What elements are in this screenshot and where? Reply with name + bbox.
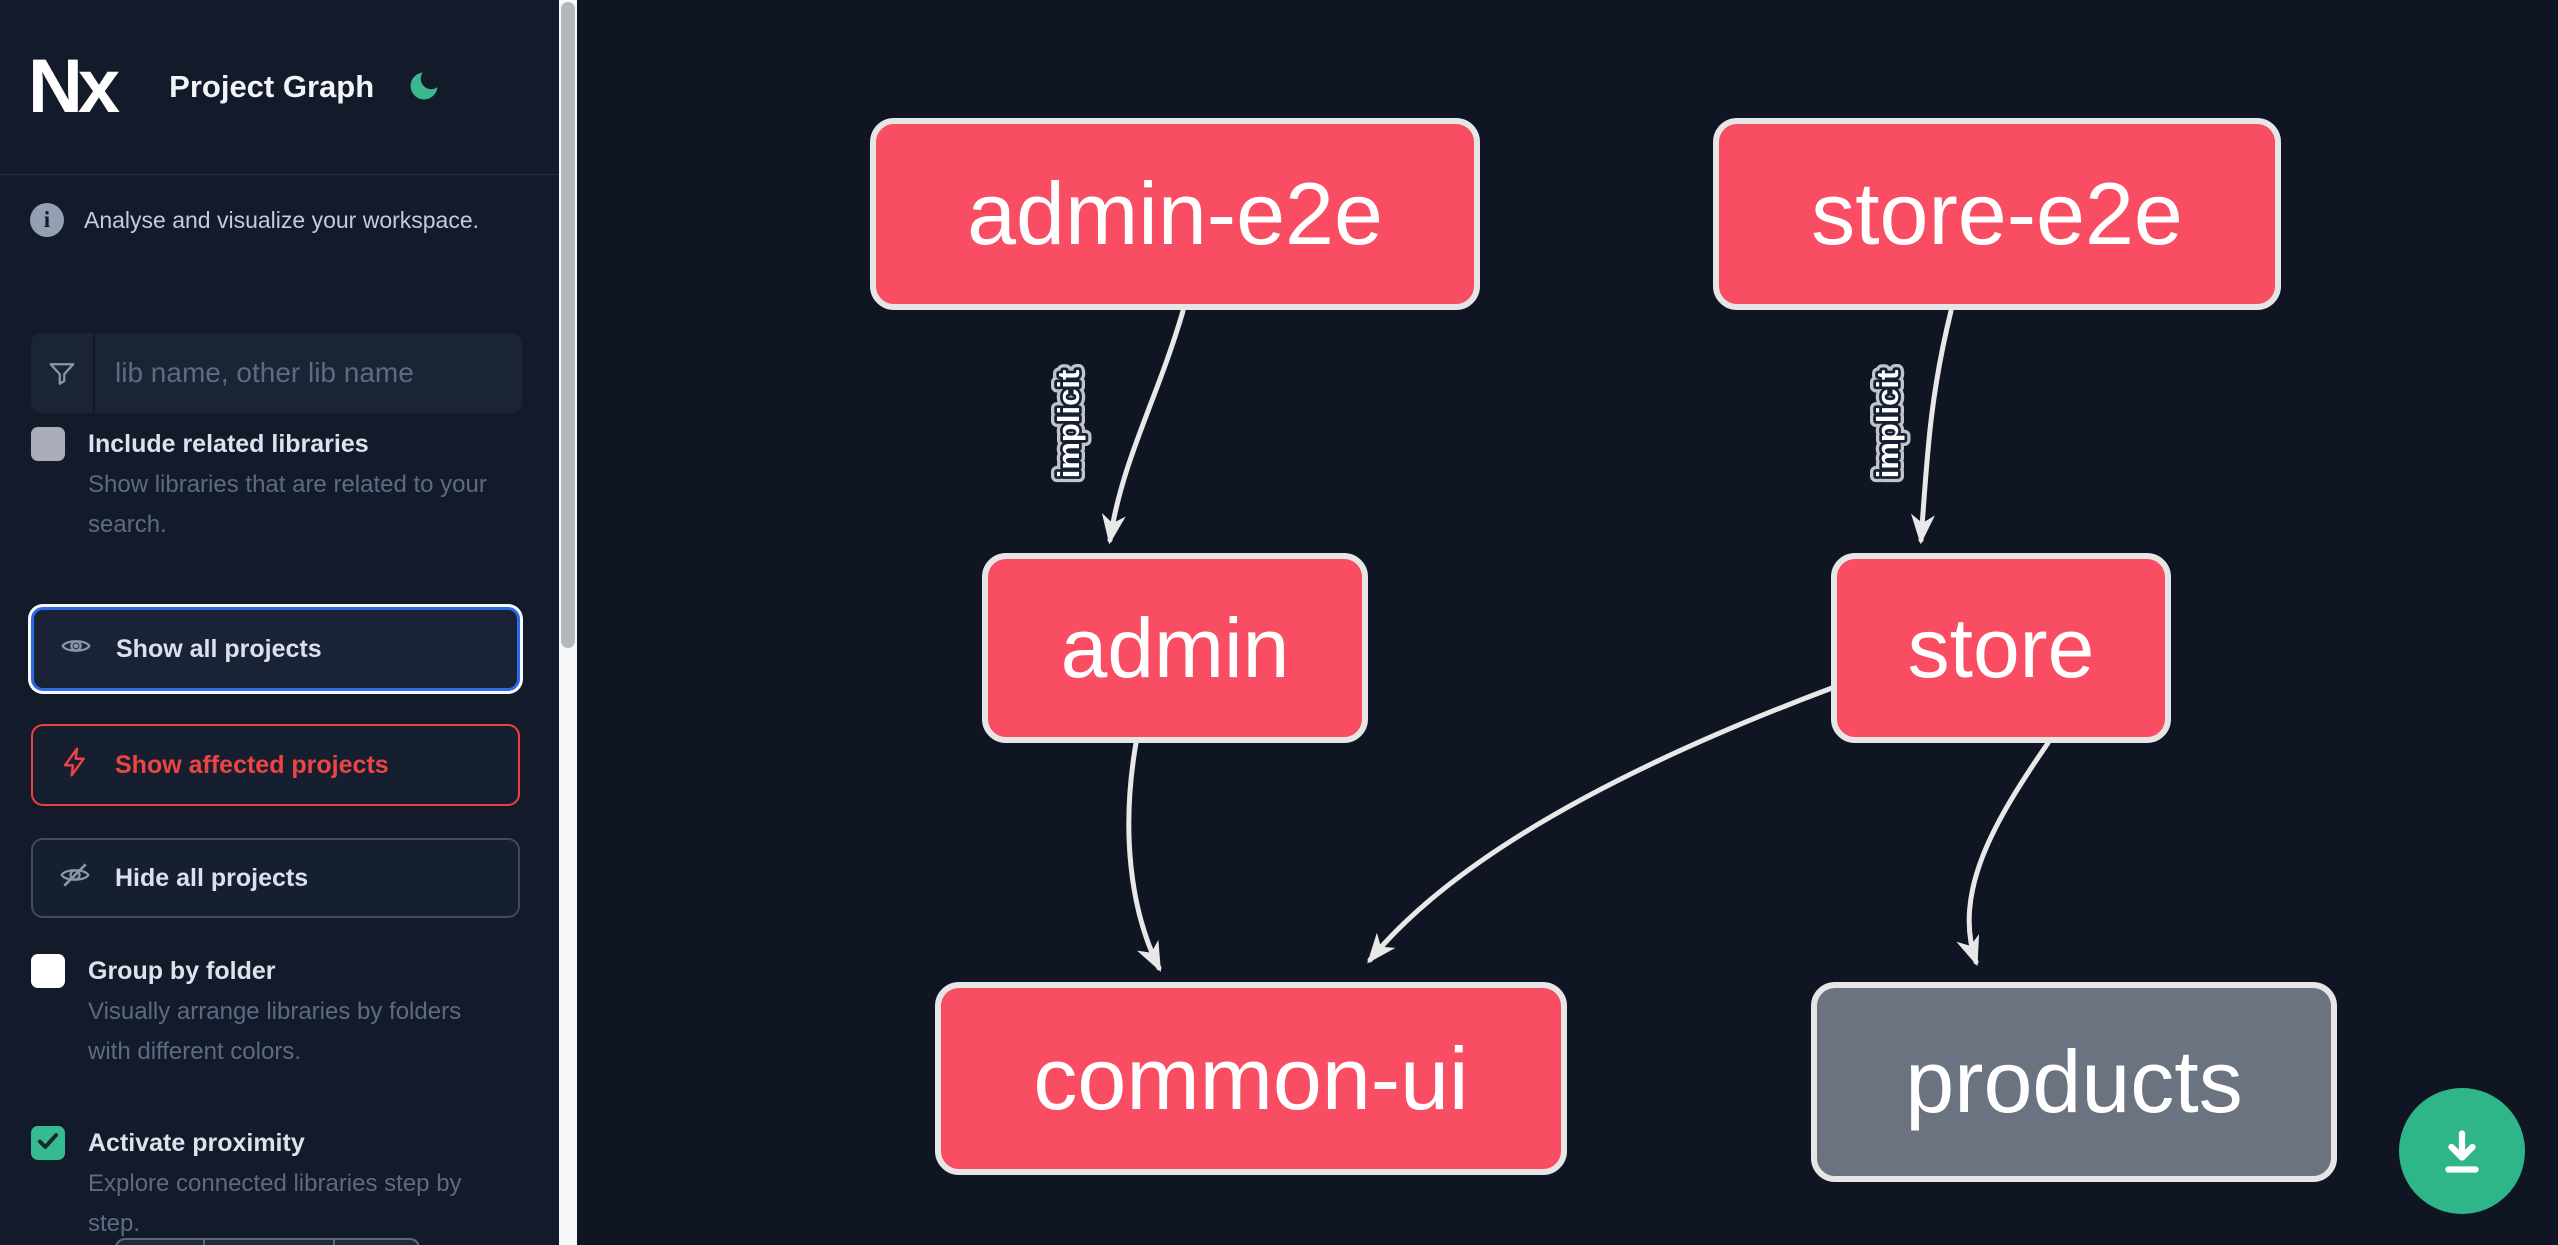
search-box	[31, 333, 522, 413]
option-description: Explore connected libraries step by step…	[88, 1170, 462, 1237]
hide-all-projects-button[interactable]: Hide all projects	[31, 838, 520, 918]
option-description: Show libraries that are related to your …	[88, 471, 487, 538]
search-input[interactable]	[95, 333, 522, 413]
info-icon: i	[30, 203, 64, 237]
eye-icon	[60, 630, 92, 669]
graph-node-common-ui[interactable]: common-ui	[935, 982, 1567, 1175]
page-title: Project Graph	[169, 69, 375, 104]
graph-node-store[interactable]: store	[1831, 553, 2171, 743]
segment-divider	[333, 1240, 335, 1245]
depth-segmented-control[interactable]	[115, 1238, 420, 1245]
checkmark-icon	[35, 1128, 61, 1159]
filter-icon	[31, 333, 95, 413]
button-label: Hide all projects	[115, 863, 309, 892]
option-label: Activate proximity	[88, 1129, 305, 1157]
option-group-by-folder: Group by folder Visually arrange librari…	[31, 952, 501, 1072]
graph-node-store-e2e[interactable]: store-e2e	[1713, 118, 2281, 310]
option-include-related: Include related libraries Show libraries…	[31, 425, 501, 545]
nx-logo: Nx	[28, 44, 120, 129]
show-affected-projects-button[interactable]: Show affected projects	[31, 724, 520, 806]
option-description: Visually arrange libraries by folders wi…	[88, 998, 462, 1065]
eye-off-icon	[59, 859, 91, 898]
info-text: Analyse and visualize your workspace.	[84, 206, 480, 233]
button-label: Show affected projects	[115, 750, 389, 779]
option-activate-proximity: Activate proximity Explore connected lib…	[31, 1124, 501, 1244]
sidebar-scrollbar-track[interactable]	[559, 0, 577, 1245]
graph-node-products[interactable]: products	[1811, 982, 2337, 1182]
group-by-folder-checkbox[interactable]	[31, 954, 65, 988]
segment-divider	[203, 1240, 205, 1245]
activate-proximity-checkbox[interactable]	[31, 1126, 65, 1160]
sidebar: Nx Project Graph i Analyse and visualize…	[0, 0, 559, 1245]
graph-node-admin-e2e[interactable]: admin-e2e	[870, 118, 1480, 310]
include-related-checkbox[interactable]	[31, 427, 65, 461]
sidebar-header: Nx Project Graph	[0, 0, 559, 175]
button-label: Show all projects	[116, 634, 322, 663]
show-all-projects-button[interactable]: Show all projects	[31, 607, 520, 691]
option-label: Group by folder	[88, 957, 276, 985]
sidebar-scrollbar-thumb[interactable]	[561, 2, 575, 648]
graph-node-admin[interactable]: admin	[982, 553, 1368, 743]
bolt-icon	[59, 746, 91, 785]
download-icon	[2435, 1123, 2489, 1180]
download-image-button[interactable]	[2399, 1088, 2525, 1214]
moon-icon	[406, 68, 442, 107]
workspace-info: i Analyse and visualize your workspace.	[30, 203, 479, 237]
option-label: Include related libraries	[88, 430, 369, 458]
theme-toggle-button[interactable]	[404, 67, 444, 107]
